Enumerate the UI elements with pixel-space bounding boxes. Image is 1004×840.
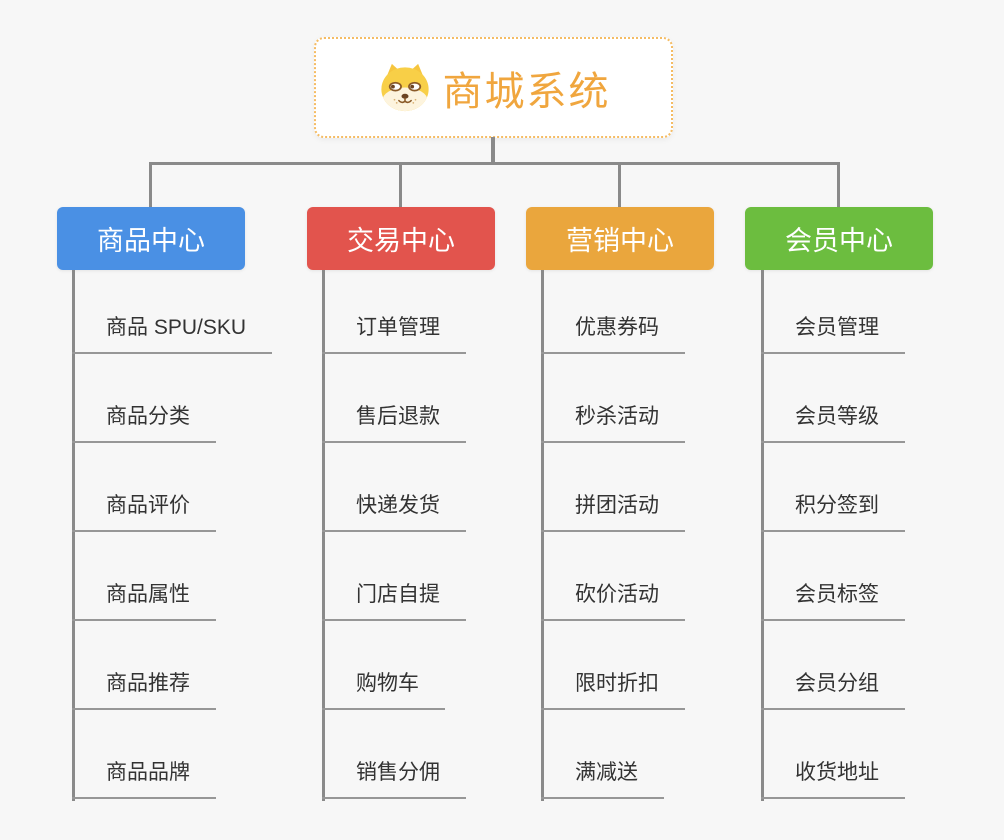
- subtopic-node[interactable]: 限时折扣: [541, 669, 685, 710]
- connector-line: [149, 162, 152, 208]
- branch-topic-marketing-center[interactable]: 营销中心: [526, 207, 714, 270]
- subtopic-node[interactable]: 商品品牌: [72, 758, 216, 799]
- subtopic-node[interactable]: 商品属性: [72, 580, 216, 621]
- subtopic-node[interactable]: 订单管理: [322, 313, 466, 354]
- subtopic-node[interactable]: 会员管理: [761, 313, 905, 354]
- subtopic-node[interactable]: 会员等级: [761, 402, 905, 443]
- subtopic-node[interactable]: 砍价活动: [541, 580, 685, 621]
- subtopic-node[interactable]: 商品推荐: [72, 669, 216, 710]
- subtopic-node[interactable]: 满减送: [541, 758, 664, 799]
- subtopic-node[interactable]: 商品分类: [72, 402, 216, 443]
- root-topic-label: 商城系统: [442, 69, 611, 114]
- subtopic-node[interactable]: 快递发货: [322, 491, 466, 532]
- connector-line: [618, 162, 621, 208]
- subtopic-node[interactable]: 购物车: [322, 669, 445, 710]
- subtopic-node[interactable]: 门店自提: [322, 580, 466, 621]
- doge-icon: [380, 63, 429, 112]
- connector-line: [149, 162, 840, 165]
- connector-line: [399, 162, 402, 208]
- root-topic[interactable]: 商城系统: [314, 37, 673, 138]
- branch-trunk-line: [541, 270, 544, 801]
- branch-trunk-line: [761, 270, 764, 801]
- branch-trunk-line: [322, 270, 325, 801]
- subtopic-node[interactable]: 收货地址: [761, 758, 905, 799]
- subtopic-node[interactable]: 积分签到: [761, 491, 905, 532]
- branch-topic-trade-center[interactable]: 交易中心: [307, 207, 495, 270]
- subtopic-node[interactable]: 优惠券码: [541, 313, 685, 354]
- subtopic-node[interactable]: 会员标签: [761, 580, 905, 621]
- connector-line: [491, 137, 495, 164]
- branch-trunk-line: [72, 270, 75, 801]
- subtopic-node[interactable]: 售后退款: [322, 402, 466, 443]
- branch-topic-member-center[interactable]: 会员中心: [745, 207, 933, 270]
- subtopic-node[interactable]: 拼团活动: [541, 491, 685, 532]
- subtopic-node[interactable]: 商品 SPU/SKU: [72, 313, 273, 354]
- branch-topic-product-center[interactable]: 商品中心: [57, 207, 245, 270]
- connector-line: [837, 162, 840, 208]
- subtopic-node[interactable]: 销售分佣: [322, 758, 466, 799]
- subtopic-node[interactable]: 商品评价: [72, 491, 216, 532]
- subtopic-node[interactable]: 会员分组: [761, 669, 905, 710]
- subtopic-node[interactable]: 秒杀活动: [541, 402, 685, 443]
